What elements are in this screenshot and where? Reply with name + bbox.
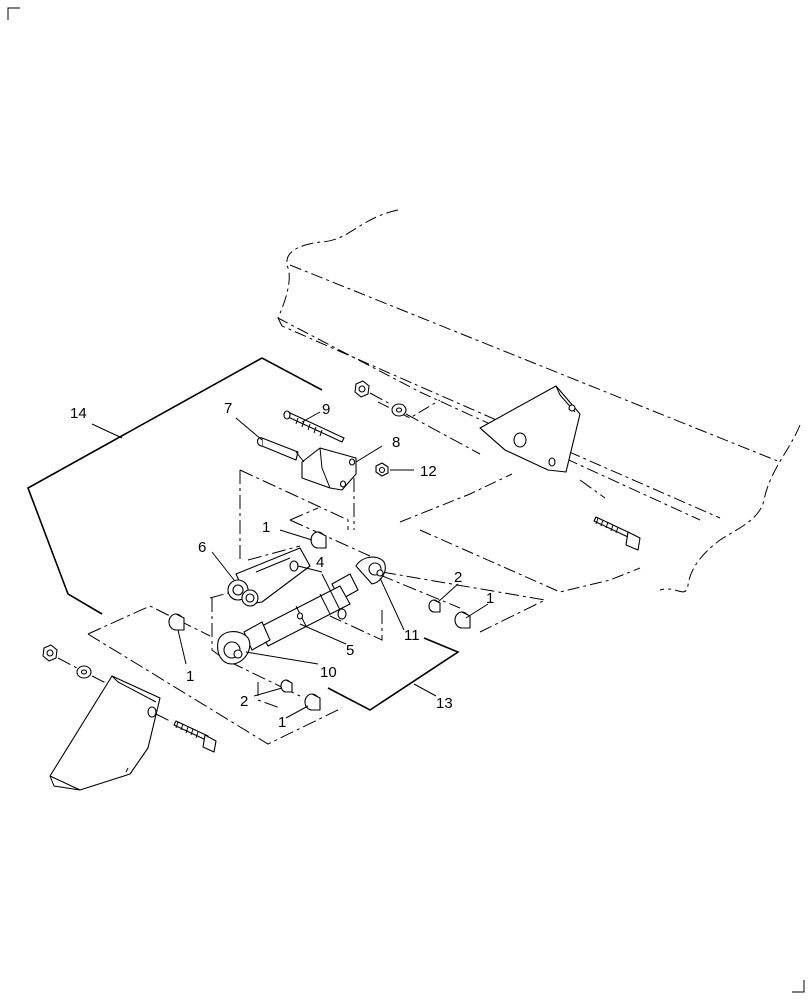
callout-14: 14	[70, 405, 87, 422]
crop-marks	[7, 7, 805, 993]
callout-1-bottom: 1	[278, 714, 286, 731]
left-mount-bracket	[49, 675, 161, 791]
right-bolt	[579, 479, 641, 551]
right-mount-bracket	[479, 385, 581, 473]
callout-8: 8	[392, 434, 400, 451]
callout-5: 5	[346, 642, 354, 659]
assembly-guide-lines	[87, 469, 547, 745]
callout-7: 7	[224, 400, 232, 417]
pin-7	[256, 437, 305, 463]
callout-11: 11	[404, 627, 420, 644]
callout-labels: 14 7 9 8 12 1 6 4 2 1 11 5 10 1 2 13 1	[70, 400, 494, 731]
callout-6: 6	[198, 539, 206, 556]
turnbuckle-link	[217, 556, 386, 665]
bushings	[168, 531, 471, 711]
callout-4: 4	[316, 554, 324, 571]
callout-2-bottom: 2	[240, 693, 248, 710]
bolt-9	[283, 410, 345, 443]
callout-9: 9	[322, 401, 330, 418]
callout-1-top: 1	[262, 519, 270, 536]
upper-adjust-bracket	[301, 447, 357, 491]
callout-12: 12	[420, 463, 437, 480]
upper-nut-washer	[354, 380, 481, 455]
group-bracket-13	[327, 637, 460, 711]
callout-1-left: 1	[186, 668, 194, 685]
callout-10: 10	[320, 664, 337, 681]
frame-phantom-outline	[277, 209, 801, 593]
leader-lines	[91, 411, 489, 719]
left-bolt	[155, 713, 217, 753]
left-nut-washer	[42, 644, 109, 685]
spacers	[280, 560, 441, 693]
group-bracket-14	[27, 357, 323, 615]
callout-1-right: 1	[486, 590, 494, 607]
callout-13: 13	[436, 695, 453, 712]
nut-12	[375, 462, 389, 477]
callout-2-right: 2	[454, 569, 462, 586]
